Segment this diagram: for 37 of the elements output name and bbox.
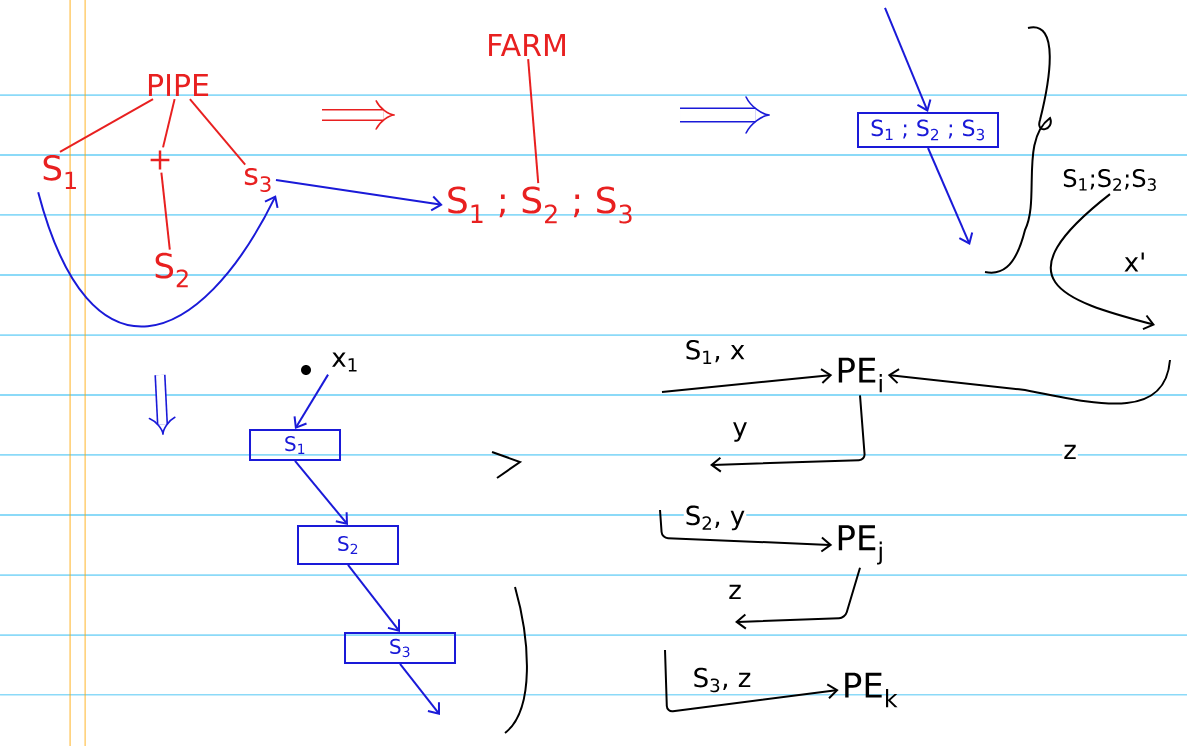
arrow bbox=[664, 649, 839, 713]
stage-box: S$_{2}$ bbox=[297, 525, 399, 565]
stage-label: s$_{3}$ bbox=[244, 167, 271, 193]
arrow bbox=[927, 147, 974, 245]
arrow bbox=[735, 566, 861, 630]
processor-label: PE$_{j}$ bbox=[838, 525, 882, 565]
arrow bbox=[659, 509, 833, 553]
input-label: x$_{1}$ bbox=[332, 352, 357, 372]
word-label: PIPE bbox=[148, 74, 209, 96]
arrow bbox=[884, 7, 932, 112]
arrow bbox=[294, 460, 348, 525]
stage-sequence: S$_{1}$ ; S$_{2}$ ; S$_{3}$ bbox=[448, 186, 632, 224]
text-label: S$_{1}$;S$_{2}$;S$_{3}$ bbox=[1063, 169, 1156, 191]
arrow bbox=[887, 359, 1171, 405]
stage-box: S$_{1}$ bbox=[249, 429, 341, 461]
processor-label: PE$_{i}$ bbox=[838, 357, 882, 393]
arrow bbox=[710, 394, 866, 473]
word-label: FARM bbox=[489, 34, 565, 56]
arrow bbox=[293, 373, 330, 429]
edge-label: S$_{3}$, z bbox=[691, 666, 753, 694]
arrow bbox=[1050, 193, 1155, 331]
arrow bbox=[37, 191, 279, 328]
edge-label: z bbox=[727, 583, 743, 601]
stage-box: S$_{3}$ bbox=[344, 632, 456, 664]
edge-label: x' bbox=[1122, 251, 1148, 273]
edge-label: y bbox=[731, 421, 749, 443]
arrow bbox=[274, 179, 443, 212]
edge-label: z bbox=[1062, 443, 1078, 461]
stage-box: S$_{1}$ ; S$_{2}$ ; S$_{3}$ bbox=[857, 112, 999, 148]
processor-label: PE$_{k}$ bbox=[845, 672, 898, 708]
arrow bbox=[399, 663, 440, 715]
arrow bbox=[661, 368, 833, 393]
stage-label: S$_{2}$ bbox=[155, 252, 188, 288]
plus-sign: + bbox=[150, 150, 170, 170]
edge-label: S$_{1}$, x bbox=[683, 339, 747, 365]
edge-label: S$_{2}$, y bbox=[683, 504, 747, 532]
arrow bbox=[347, 564, 400, 632]
